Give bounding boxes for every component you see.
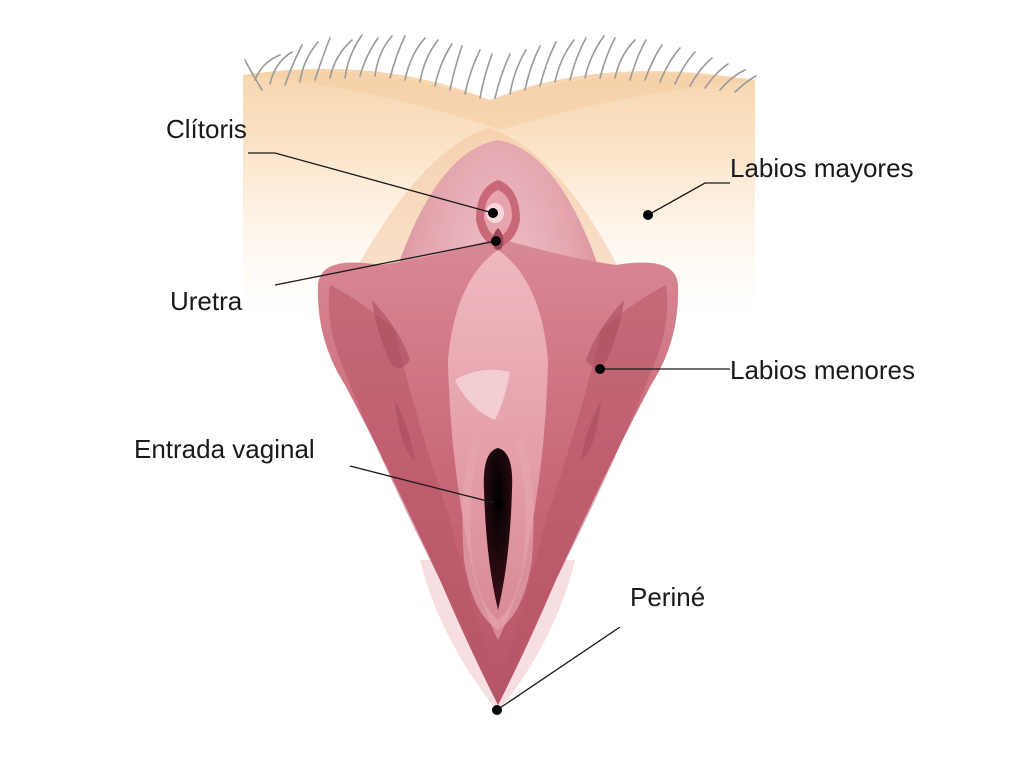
- inner-vestibule: [448, 250, 548, 640]
- leader-dots: [488, 208, 653, 715]
- leader-perine: [496, 626, 621, 711]
- hymen-highlight: [455, 369, 510, 420]
- label-labios-mayores: Labios mayores: [730, 153, 914, 183]
- label-clitoris: Clítoris: [166, 114, 247, 144]
- dot-uretra: [491, 236, 501, 246]
- clitoris-shape: [476, 180, 520, 248]
- vaginal-opening: [483, 448, 513, 610]
- leader-labios-mayores: [647, 182, 730, 216]
- leader-entrada-vaginal: [349, 465, 500, 505]
- dot-clitoris: [488, 208, 498, 218]
- dot-entrada-vaginal: [494, 499, 504, 509]
- label-uretra: Uretra: [170, 286, 243, 316]
- label-labios-menores: Labios menores: [730, 355, 915, 385]
- label-perine: Periné: [630, 582, 706, 612]
- leader-clitoris: [248, 152, 494, 214]
- dot-labios-mayores: [643, 210, 653, 220]
- dot-perine: [492, 705, 502, 715]
- dot-labios-menores: [595, 364, 605, 374]
- leader-uretra: [274, 240, 497, 286]
- hair-strands: [244, 34, 757, 99]
- label-entrada-vaginal: Entrada vaginal: [134, 434, 315, 464]
- leader-lines: [248, 152, 730, 711]
